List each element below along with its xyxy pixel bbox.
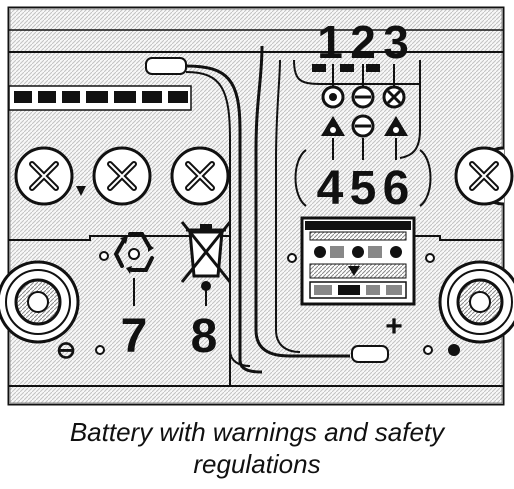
- positive-symbol: +: [385, 310, 403, 343]
- callout-7: 7: [121, 310, 148, 363]
- callout-5: 5: [350, 162, 377, 215]
- warning-symbol-2: [351, 85, 375, 109]
- warning-symbol-4: [321, 116, 345, 136]
- figure-caption: Battery with warnings and safety regulat…: [0, 416, 514, 480]
- warning-symbol-6: [384, 116, 408, 136]
- negative-symbol: ⊖: [56, 337, 76, 364]
- recycling-icon: [99, 232, 154, 274]
- negative-terminal: [0, 260, 80, 344]
- warning-label-icon: [300, 216, 416, 306]
- callout-2: 2: [350, 16, 376, 68]
- cap-screw-icon: [14, 146, 514, 206]
- battery-diagram: ⊖ + 1 2 3 4 5 6 7 8: [0, 6, 514, 406]
- cable-icon: [145, 45, 421, 374]
- warning-symbol-3: [382, 85, 406, 109]
- warning-symbol-5: [351, 114, 375, 138]
- callout-6: 6: [383, 162, 410, 215]
- callout-8: 8: [191, 310, 218, 363]
- warning-symbol-1: [321, 85, 345, 109]
- terminal-icon: [0, 260, 514, 356]
- level-strip: [8, 85, 192, 111]
- callout-3: 3: [383, 16, 409, 68]
- callout-1: 1: [317, 16, 343, 68]
- caption-line-1: Battery with warnings and safety: [69, 417, 445, 447]
- caption-line-2: regulations: [193, 449, 321, 479]
- crossed-bin-icon: [180, 221, 232, 291]
- positive-terminal: [438, 260, 514, 344]
- warning-symbols: [294, 64, 432, 207]
- callout-4: 4: [317, 162, 344, 215]
